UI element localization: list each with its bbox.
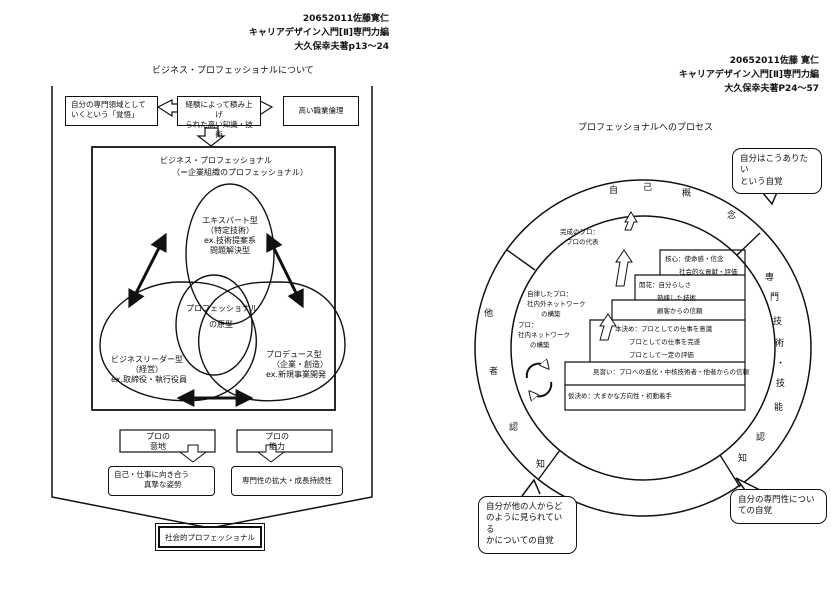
- bubble-ideal-self: 自分はこうありたい という自覚: [732, 148, 822, 195]
- bubble-others-view: 自分が他の人からど のように見られている かについての自覚: [478, 496, 577, 554]
- bubble-ideal-self-line2: という自覚: [740, 176, 783, 187]
- stage-pro: プロ： 社内ネットワーク の構築: [518, 319, 570, 349]
- producer-ex: ex.新規事業開発: [266, 370, 327, 379]
- stage-pro-line1: プロ：: [518, 321, 538, 329]
- step-apprentice: 見習い：プロへの進化・中核技術者・他者からの信頼: [593, 368, 749, 376]
- top-box-experience-line1: 経験によって積み上げ: [185, 100, 253, 120]
- producer-title: プロデュース型: [266, 350, 322, 359]
- bubble-expertise-line2: ての自覚: [738, 506, 773, 517]
- leader-type: ビジネスリーダー型 （経営） ex.取締役・執行役員: [111, 355, 187, 385]
- stage-pro-line2: 社内ネットワーク: [518, 331, 570, 339]
- bubble-others-view-line2: のように見られている: [486, 513, 563, 535]
- header-id: 20652011佐藤寛仁: [302, 14, 389, 24]
- stage-mature-line1: 完成のプロ：: [560, 228, 599, 236]
- pro-ability-label: プロの 能力: [257, 432, 297, 452]
- pro-ability-line1: プロの: [265, 432, 289, 441]
- r-header-reference: 大久保幸夫著P24～57: [724, 84, 819, 94]
- step-bloom: 開花：自分らしさ 熟練した技術 顧客からの信頼: [639, 279, 703, 315]
- ring-self-4: 念: [727, 211, 737, 221]
- leader-ex: ex.取締役・執行役員: [111, 375, 188, 384]
- ring-exp-2: 門: [770, 293, 780, 303]
- expert-sub: （特定技術）: [206, 226, 254, 235]
- ring-cog-1: 認: [756, 433, 766, 443]
- page-title: ビジネス・プロフェッショナルについて: [152, 66, 314, 76]
- ring-exp-6: 技: [776, 379, 786, 389]
- core-sub: の原型: [209, 320, 233, 329]
- ring-other-1: 他: [484, 309, 494, 319]
- bubble-others-view-line3: かについての自覚: [486, 536, 554, 547]
- core-type: プロフェッショナル の原型: [186, 304, 258, 330]
- step-core-line2: 社会的な貢献・評価: [679, 268, 738, 276]
- r-header-id: 20652011佐藤 寛仁: [729, 56, 819, 66]
- pro-pride-label: プロの 意地: [138, 432, 178, 452]
- pro-ability-line2: 能力: [269, 442, 285, 451]
- step-decide: 本決め：プロとしての仕事を意識 プロとしての仕事を完遂 プロとして一定の評価: [615, 323, 712, 359]
- bottom-box-attitude-line2: 真摯な姿勢: [144, 480, 182, 490]
- step-tentative: 仮決め：大まかな方向性・初動着手: [568, 392, 672, 400]
- header-course: キャリアデザイン入門[Ⅱ]専門力編: [248, 28, 389, 38]
- ring-other-4: 知: [536, 460, 546, 470]
- step-bloom-line3: 顧客からの信頼: [657, 307, 703, 315]
- core-title: プロフェッショナル: [186, 304, 258, 313]
- bubble-ideal-self-line1: 自分はこうありたい: [740, 154, 809, 176]
- ring-exp-3: 技: [773, 317, 783, 327]
- producer-sub: （企業・創造）: [272, 360, 328, 369]
- r-page-title: プロフェッショナルへのプロセス: [578, 123, 714, 133]
- bottom-box-growth: 専門性の拡大・成長持続性: [231, 466, 343, 496]
- ring-other-2: 者: [489, 367, 499, 377]
- stage-independent-line3: の構築: [541, 310, 561, 318]
- top-box-commitment-line2: いくという「覚悟」: [71, 110, 139, 120]
- bubble-others-view-line1: 自分が他の人からど: [486, 502, 563, 512]
- ring-other-3: 認: [509, 423, 519, 433]
- ring-exp-5: ・: [776, 359, 786, 369]
- top-box-experience-line2: られた高い知識・技術: [185, 120, 253, 140]
- frame-subtitle: （＝企業組織のプロフェッショナル）: [172, 168, 308, 177]
- top-box-commitment: 自分の専門領域として いくという「覚悟」: [65, 96, 158, 126]
- step-bloom-line2: 熟練した技術: [657, 294, 696, 302]
- leader-title: ビジネスリーダー型: [111, 355, 183, 364]
- stage-independent-line2: 社内外ネットワーク: [527, 300, 586, 308]
- expert-ex: ex.技術提案系: [203, 236, 257, 245]
- top-box-experience: 経験によって積み上げ られた高い知識・技術: [177, 96, 261, 139]
- pro-pride-line1: プロの: [146, 432, 170, 441]
- stage-mature: 完成のプロ： プロの代表: [560, 226, 599, 246]
- header-reference: 大久保幸夫著p13～24: [294, 42, 390, 52]
- stage-independent: 自律したプロ： 社内外ネットワーク の構築: [527, 288, 586, 318]
- pro-pride-line2: 意地: [150, 442, 166, 451]
- ring-exp-7: 能: [774, 403, 784, 413]
- stage-independent-line1: 自律したプロ：: [527, 290, 573, 298]
- stage-mature-line2: プロの代表: [566, 238, 599, 246]
- top-box-commitment-line1: 自分の専門領域として: [71, 100, 146, 109]
- frame-title: ビジネス・プロフェッショナル: [160, 156, 272, 165]
- ring-self-3: 概: [682, 189, 692, 199]
- expert-ex2: 問題解決型: [210, 246, 250, 255]
- ring-cog-2: 知: [738, 454, 748, 464]
- bubble-expertise: 自分の専門性につい ての自覚: [730, 489, 827, 524]
- step-decide-line2: プロとしての仕事を完遂: [629, 338, 701, 346]
- ring-exp-1: 専: [765, 273, 775, 283]
- bottom-box-attitude-line1: 自己・仕事に向き合う: [114, 470, 189, 479]
- step-decide-line1: 本決め：プロとしての仕事を意識: [615, 325, 713, 333]
- step-decide-line3: プロとして一定の評価: [629, 351, 694, 359]
- expert-title: エキスパート型: [202, 216, 258, 225]
- stage-pro-line3: の構築: [530, 341, 550, 349]
- top-box-ethics: 高い職業倫理: [283, 96, 359, 126]
- step-bloom-line1: 開花：自分らしさ: [639, 281, 691, 289]
- r-header-course: キャリアデザイン入門[Ⅱ]専門力編: [678, 70, 819, 80]
- ring-exp-4: 術: [775, 339, 785, 349]
- leader-sub: （経営）: [131, 365, 163, 374]
- step-core: 核心：使命感・信念 社会的な貢献・評価: [665, 253, 738, 276]
- producer-type: プロデュース型 （企業・創造） ex.新規事業開発: [266, 350, 328, 380]
- ring-self-1: 自: [609, 186, 619, 196]
- ring-self-2: 己: [643, 183, 653, 193]
- step-core-line1: 核心：使命感・信念: [665, 255, 724, 263]
- footer-box: 社会的プロフェッショナル: [155, 523, 265, 551]
- expert-type: エキスパート型 （特定技術） ex.技術提案系 問題解決型: [196, 216, 264, 256]
- bubble-expertise-line1: 自分の専門性につい: [738, 495, 815, 505]
- bottom-box-attitude: 自己・仕事に向き合う 真摯な姿勢: [108, 466, 215, 496]
